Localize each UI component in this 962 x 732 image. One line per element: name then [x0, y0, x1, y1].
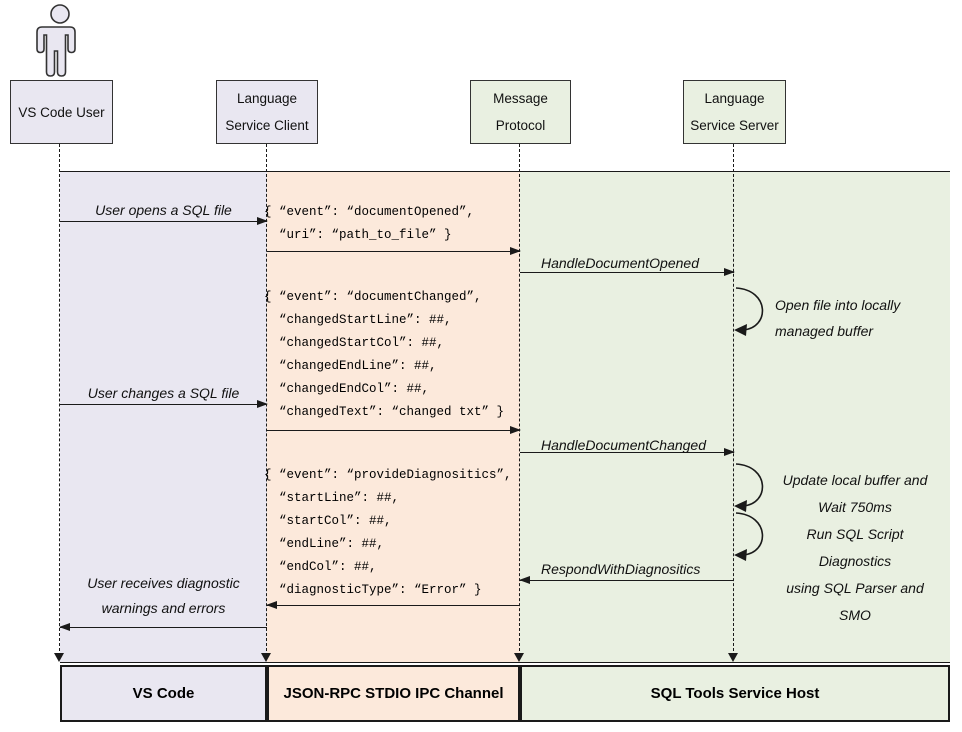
actor-box-vs-code-user: VS Code User — [10, 80, 113, 144]
arrow-respond-diagnostics — [519, 575, 734, 584]
swimlane-ipc-channel — [267, 172, 520, 662]
down-arrowhead-user — [54, 653, 64, 662]
lifeline-user — [59, 144, 60, 656]
arrow-user-opens — [60, 216, 268, 225]
arrow-document-opened — [267, 246, 521, 255]
arrow-user-changes — [60, 399, 268, 408]
swimlane-vscode — [60, 172, 267, 662]
arrow-diagnostics-to-client — [266, 600, 520, 609]
footer-label: VS Code — [132, 685, 195, 702]
json-payload-document-opened: { “event”: “documentOpened”, “uri”: “pat… — [264, 205, 475, 242]
actor-label: Language Service Server — [690, 91, 779, 133]
down-arrowhead-protocol — [514, 653, 524, 662]
footer-label: JSON-RPC STDIO IPC Channel — [283, 685, 504, 702]
arrow-handle-doc-changed — [520, 447, 735, 456]
self-loop-run-diagnostics — [734, 512, 764, 561]
label-handle-document-changed: HandleDocumentChanged — [541, 437, 706, 453]
actor-box-message-protocol: Message Protocol — [470, 80, 571, 144]
label-user-changes: User changes a SQL file — [87, 385, 240, 401]
label-user-opens: User opens a SQL file — [95, 202, 232, 218]
arrow-handle-doc-opened — [520, 267, 735, 276]
actor-label: Message Protocol — [493, 91, 548, 133]
actor-label: VS Code User — [18, 104, 105, 120]
self-loop-open-file — [734, 287, 764, 336]
lifeline-server — [733, 144, 734, 656]
label-handle-document-opened: HandleDocumentOpened — [541, 255, 699, 271]
arrow-document-changed — [267, 425, 521, 434]
footer-label: SQL Tools Service Host — [650, 685, 820, 702]
swimlane-frame — [60, 171, 950, 663]
footer-box-tools-host: SQL Tools Service Host — [520, 665, 950, 722]
user-actor-icon — [36, 4, 76, 77]
note-open-file: Open file into locally managed buffer — [775, 297, 901, 339]
label-respond-with-diagnostics: RespondWithDiagnositics — [541, 561, 701, 577]
json-payload-provide-diagnostics: { “event”: “provideDiagnositics”, “start… — [264, 468, 512, 597]
down-arrowhead-client — [261, 653, 271, 662]
json-payload-document-changed: { “event”: “documentChanged”, “changedSt… — [264, 290, 505, 419]
actor-box-language-service-server: Language Service Server — [683, 80, 786, 144]
note-run-diagnostics: Run SQL Script Diagnostics using SQL Par… — [786, 526, 924, 623]
actor-label: Language Service Client — [225, 91, 309, 133]
footer-box-ipc-channel: JSON-RPC STDIO IPC Channel — [267, 665, 520, 722]
note-update-buffer: Update local buffer and Wait 750ms — [782, 472, 928, 515]
self-loop-update-buffer — [734, 463, 764, 512]
footer-box-vs-code: VS Code — [60, 665, 267, 722]
lifeline-protocol — [519, 144, 520, 656]
arrow-diagnostics-to-user — [59, 622, 267, 631]
down-arrowhead-server — [728, 653, 738, 662]
actor-box-language-service-client: Language Service Client — [216, 80, 318, 144]
label-user-receives: User receives diagnostic warnings and er… — [87, 575, 240, 616]
